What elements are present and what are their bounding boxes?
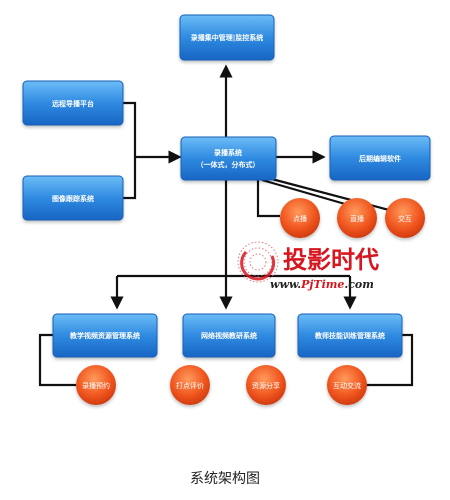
circle-interact-label: 交互 <box>398 214 412 223</box>
box-post-editing-label: 后期编辑软件 <box>359 154 401 163</box>
box-top: 录播集中管理|监控系统 <box>179 14 275 61</box>
box-recording-system-label-2: （一体式，分布式） <box>197 160 260 169</box>
box-teaching-video-label: 教学视频资源管理系统 <box>69 331 140 340</box>
circle-interact: 交互 <box>385 198 425 238</box>
box-recording-system-label-1: 录播系统 <box>214 148 242 157</box>
circle-live: 直播 <box>337 198 377 238</box>
box-recording-system: 录播系统 （一体式，分布式） <box>180 136 277 181</box>
connector-loop-exchange <box>366 333 414 387</box>
diagram-caption: 系统架构图 <box>190 471 260 487</box>
circle-sharing-label: 资源分享 <box>252 381 280 390</box>
box-teacher-training: 教师技能训练管理系统 <box>297 313 403 358</box>
circle-vod-label: 点播 <box>293 214 307 223</box>
circle-vod: 点播 <box>280 198 320 238</box>
pjtime-logo-icon <box>237 241 279 283</box>
watermark-name: 投影时代 <box>283 246 379 274</box>
watermark-url: www.PjTime.com <box>270 278 374 291</box>
circle-exchange: 互动交流 <box>327 365 367 405</box>
circle-exchange-label: 互动交流 <box>333 381 361 390</box>
circle-booking-label: 录播预约 <box>82 381 110 390</box>
box-remote-guide-label: 远程导播平台 <box>52 99 94 108</box>
circle-sharing: 资源分享 <box>246 365 286 405</box>
box-image-tracking: 图像跟踪系统 <box>22 175 124 221</box>
box-teaching-video: 教学视频资源管理系统 <box>52 313 158 358</box>
connector-to-vod <box>256 180 280 218</box>
box-post-editing: 后期编辑软件 <box>329 135 431 181</box>
connector-loop-booking <box>38 333 76 387</box>
box-network-video-label: 网络视频教研系统 <box>201 331 257 340</box>
circle-rating-label: 打点评价 <box>176 381 204 390</box>
circle-booking: 录播预约 <box>76 365 116 405</box>
connector-image-tracking-branch <box>123 157 137 200</box>
pjtime-watermark: 投影时代 www.PjTime.com <box>237 241 379 291</box>
box-remote-guide: 远程导播平台 <box>22 80 124 126</box>
box-image-tracking-label: 图像跟踪系统 <box>52 194 94 203</box>
connector-to-live <box>261 178 346 206</box>
circle-rating: 打点评价 <box>170 365 210 405</box>
box-top-label: 录播集中管理|监控系统 <box>191 33 264 43</box>
box-network-video: 网络视频教研系统 <box>182 313 276 358</box>
box-teacher-training-label: 教师技能训练管理系统 <box>314 331 385 340</box>
circle-live-label: 直播 <box>350 214 364 223</box>
connector-remote-guide-branch <box>123 101 137 157</box>
